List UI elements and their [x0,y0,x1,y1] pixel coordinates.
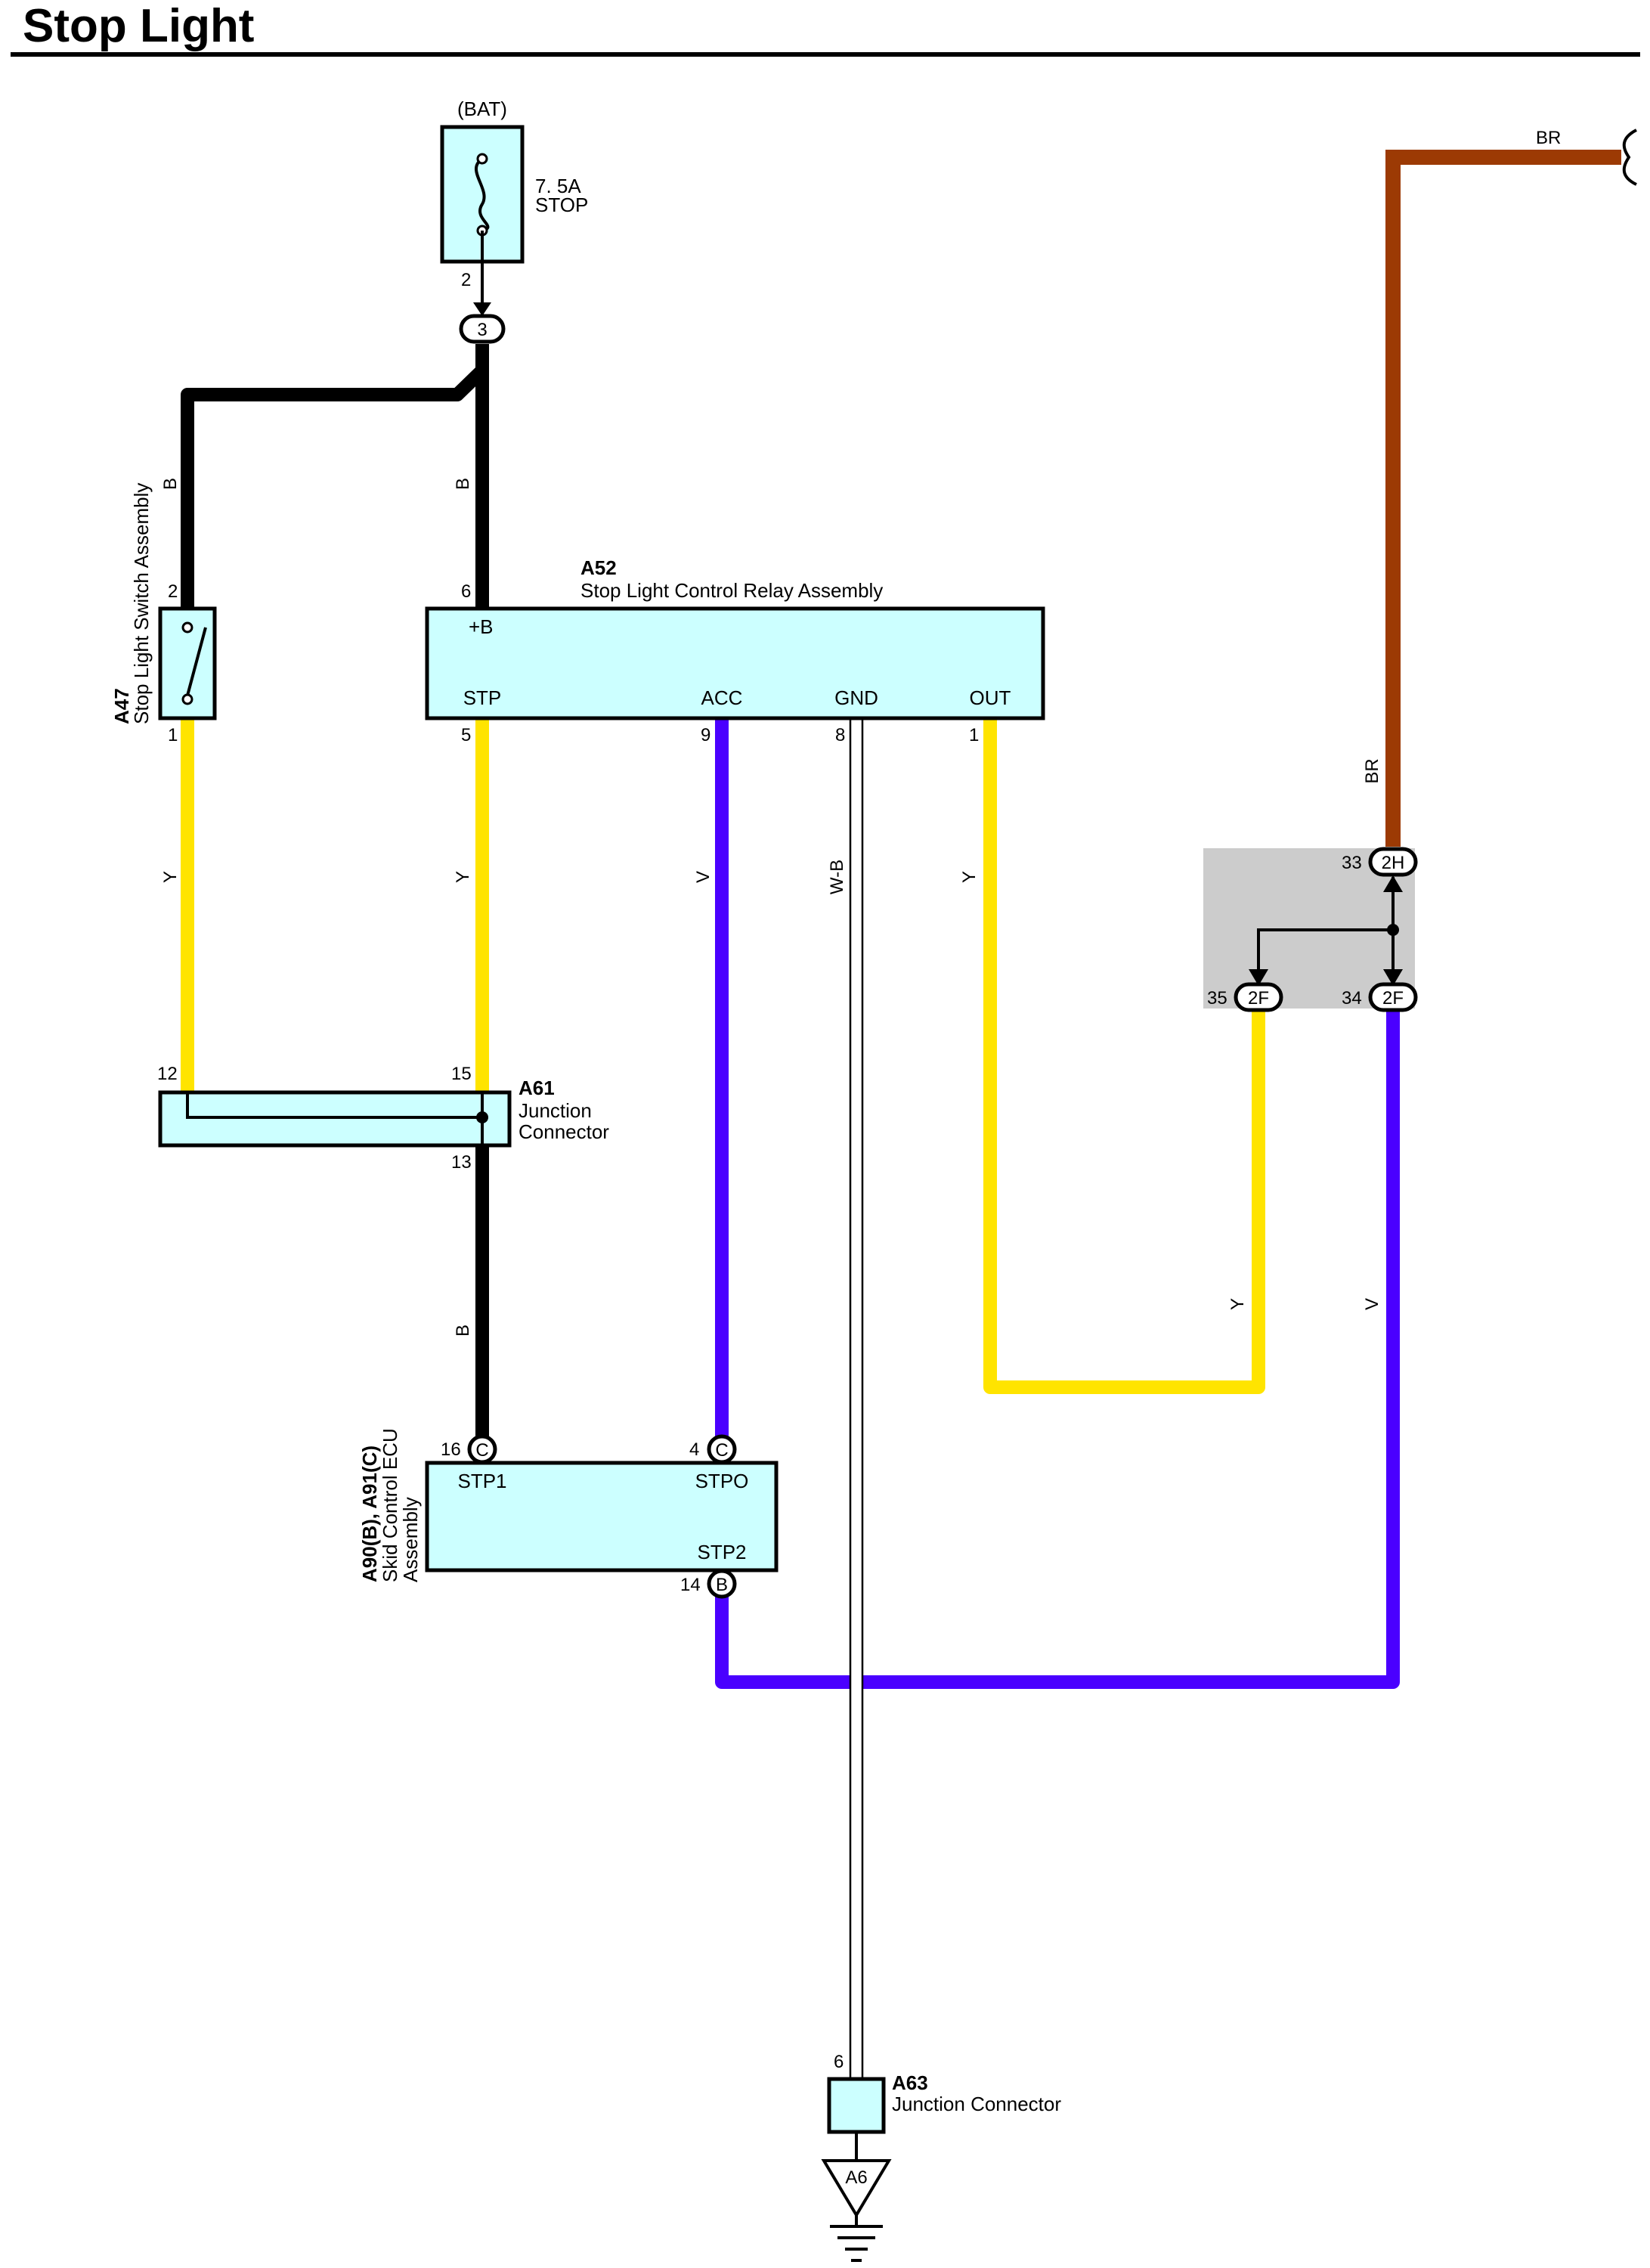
ecu-connector-stpo [707,1434,737,1464]
ecu-box [425,1461,779,1572]
wire-label-b-mid: B [453,478,473,490]
a61-pin-right: 15 [451,1064,472,1084]
fuse-pin: 2 [461,270,471,290]
wire-label-b-left: B [160,478,181,490]
a52-pin-number-gnd: 8 [835,725,845,745]
a47-pin-top: 2 [168,581,178,602]
a61-pin-left: 12 [157,1064,178,1084]
junction-arrow-up-icon [1383,875,1403,892]
ecu-connector-stp1 [467,1434,497,1464]
a52-pin-label-stp: STP [463,686,502,709]
wire-wb-gnd [849,717,864,2081]
a52-label-b: +B [469,615,494,638]
a47-contact-bottom [181,693,193,705]
wire-label-wb: W-B [827,860,847,894]
wire-label-y-junction: Y [1227,1298,1248,1310]
power-source-label: (BAT) [457,98,507,120]
junction-3-oval [459,314,506,344]
wire-label-br-vertical: BR [1362,758,1382,783]
fuse-rating: 7. 5A [535,175,581,197]
a52-pin-label-out: OUT [970,686,1011,709]
junction-3-pin: 3 [477,320,487,340]
ground-symbol-icon [830,2225,883,2262]
ground-code: A6 [845,2167,867,2188]
a52-pin-number-out: 1 [969,725,979,745]
wire-label-v-junction: V [1362,1298,1382,1310]
wire-label-y-left: Y [160,871,181,883]
a63-name: Junction Connector [892,2093,1061,2115]
junction-connector-left [1234,982,1283,1012]
ecu-name-line1: Skid Control ECU [379,1428,401,1582]
junction-arrow-down-right-icon [1383,969,1403,986]
a61-code: A61 [519,1077,555,1099]
wire-br [1385,150,1621,847]
a47-name: Stop Light Switch Assembly [130,483,153,724]
wire-label-y-out: Y [959,871,980,883]
wire-label-v-acc: V [693,871,714,883]
ecu-connector-stp2 [707,1569,737,1599]
ecu-pin-stp1: 16 [441,1439,461,1460]
wire-label-br-top: BR [1536,128,1561,148]
wire-b-fuse-to-a47 [181,365,488,609]
wire-v-ecu-to-junction [715,1009,1400,1689]
ecu-label-stp1: STP1 [457,1470,506,1492]
a47-pin-bottom: 1 [168,725,178,745]
a47-contact-top [181,621,193,634]
ecu-code: A90(B), A91(C) [358,1445,381,1582]
a61-splice-dot [476,1111,488,1123]
fuse-arrow-icon [473,302,491,316]
junction-pin-right: 34 [1342,988,1362,1009]
a61-name-line2: Connector [519,1120,609,1143]
junction-arrow-down-left-icon [1249,969,1268,986]
a61-pin-bottom: 13 [451,1152,472,1173]
a63-code: A63 [892,2071,928,2094]
a47-code: A47 [110,688,133,724]
a52-pin-label-gnd: GND [834,686,878,709]
wire-label-b-lower: B [453,1325,473,1337]
a61-name-line1: Junction [519,1099,592,1122]
wire-label-y-mid: Y [453,871,473,883]
junction-pin-left: 35 [1207,988,1227,1009]
junction-connector-left-id: 2F [1248,988,1269,1009]
wire-y-out-to-junction [983,718,1265,1394]
a52-pins: STP 5 ACC 9 GND 8 OUT 1 [461,686,1011,745]
a63-pin: 6 [834,2052,844,2072]
a52-name: Stop Light Control Relay Assembly [580,579,883,602]
ecu-name-line2: Assembly [399,1497,422,1582]
ecu-label-stp2: STP2 [697,1541,746,1563]
fuse-terminal-top [476,153,488,165]
a52-code: A52 [580,556,617,579]
a52-pin-label-acc: ACC [701,686,743,709]
a52-box [425,606,1045,720]
junction-connector-top-id: 2H [1382,853,1405,873]
fuse-icon [475,157,490,232]
ground-triangle-icon [821,2159,892,2218]
ecu-connector-stp1-letter: C [475,1440,488,1461]
junction-connector-right-id: 2F [1382,988,1404,1009]
a52-pin-number-stp: 5 [461,725,471,745]
ecu-connector-stp2-letter: B [716,1575,728,1595]
wire-break-icon [1622,129,1637,186]
title-underline [11,52,1640,57]
junction-connector-right [1368,982,1418,1012]
a63-box [827,2077,886,2134]
ecu-connector-stpo-letter: C [715,1440,728,1461]
a52-pin-b: 6 [461,581,471,602]
page-title: Stop Light [23,0,254,52]
ecu-pin-stpo: 4 [689,1439,699,1460]
ecu-label-stpo: STPO [695,1470,749,1492]
junction-splice-dot [1387,924,1399,936]
ecu-pin-stp2: 14 [680,1575,701,1595]
a47-switch-blade-icon [186,627,207,696]
junction-connector-top [1368,847,1418,877]
junction-pin-top: 33 [1342,853,1362,873]
a52-pin-number-acc: 9 [701,725,710,745]
fuse-name: STOP [535,194,588,216]
